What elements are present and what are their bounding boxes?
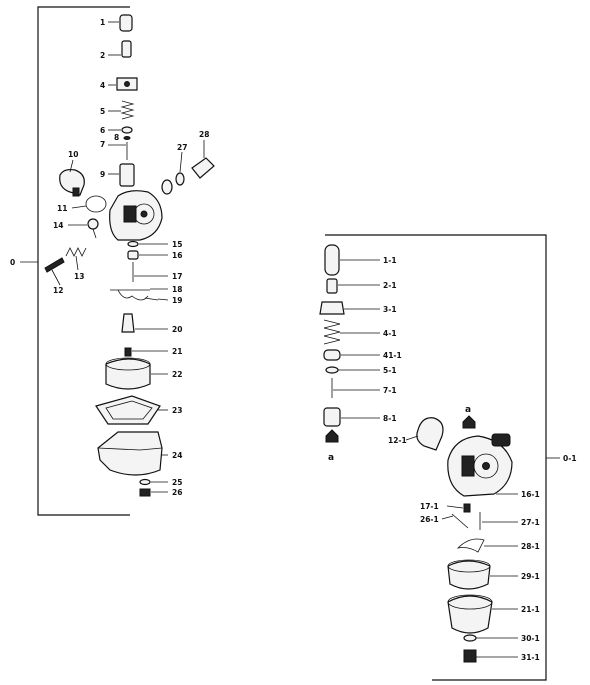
part-18-float-arm [110, 289, 150, 301]
label-20: 20 [172, 325, 182, 334]
part-17-1 [463, 503, 471, 513]
right-group-label: 0-1 [563, 454, 577, 463]
part-10-clamp [59, 168, 85, 196]
arrow-label-bottom: a [328, 453, 334, 463]
part-14-screw [87, 218, 99, 230]
label-21-1: 21-1 [521, 605, 540, 614]
label-2-1: 2-1 [383, 281, 397, 290]
part-19-pin [144, 297, 159, 301]
label-1: 1 [100, 18, 105, 27]
label-41-1: 41-1 [383, 351, 402, 360]
label-19: 19 [172, 296, 182, 305]
part-28-fitting [191, 157, 215, 179]
label-12-1: 12-1 [388, 436, 407, 445]
label-27: 27 [177, 143, 187, 152]
part-2-1-sleeve [326, 278, 338, 294]
label-17: 17 [172, 272, 182, 281]
part-20-main-jet [121, 313, 135, 333]
label-8-1: 8-1 [383, 414, 397, 423]
label-17-1: 17-1 [420, 502, 439, 511]
label-7: 7 [100, 140, 105, 149]
part-12-1-clamp [416, 417, 444, 451]
label-23: 23 [172, 406, 182, 415]
part-26-bolt [139, 488, 151, 497]
left-group-label: 0 [10, 258, 15, 267]
right-leader-lines [333, 259, 518, 658]
label-26-1: 26-1 [420, 515, 439, 524]
label-25: 25 [172, 478, 182, 487]
right-assembly-parts: a a [319, 244, 540, 663]
label-7-1: 7-1 [383, 386, 397, 395]
label-30-1: 30-1 [521, 634, 540, 643]
label-26: 26 [172, 488, 182, 497]
left-leader-lines [51, 21, 205, 493]
label-27-1: 27-1 [521, 518, 540, 527]
left-assembly-parts: 1 2 4 5 6 8 7 9 10 11 14 12 13 15 16 17 … [44, 14, 215, 497]
label-8: 8 [114, 133, 119, 142]
part-27-washer-a [161, 179, 173, 195]
label-6: 6 [100, 126, 105, 135]
label-16-1: 16-1 [521, 490, 540, 499]
part-13-spring [65, 247, 87, 257]
part-11-gasket-ring [85, 195, 107, 213]
part-27-washer-b [175, 172, 185, 186]
part-15-washer [127, 240, 139, 248]
label-4: 4 [100, 81, 105, 90]
label-1-1: 1-1 [383, 256, 397, 265]
arrow-up-right [462, 415, 476, 429]
part-5-spring [120, 100, 135, 120]
part-16-jet-holder [127, 250, 139, 260]
label-4-1: 4-1 [383, 329, 397, 338]
label-22: 22 [172, 370, 182, 379]
label-28-1: 28-1 [521, 542, 540, 551]
label-18: 18 [172, 285, 182, 294]
part-30-1-washer [463, 634, 477, 642]
part-2-sleeve [121, 40, 132, 58]
part-21-jet [124, 347, 132, 357]
label-2: 2 [100, 51, 105, 60]
part-4-1-spring [323, 319, 341, 345]
part-12-screw [44, 257, 65, 273]
part-3-1-nut [319, 301, 345, 315]
label-29-1: 29-1 [521, 572, 540, 581]
label-28: 28 [199, 130, 209, 139]
arrow-label-top: a [465, 405, 471, 415]
label-16: 16 [172, 251, 182, 260]
part-21-1-float-bowl [447, 595, 493, 634]
part-1-1-cap [324, 244, 340, 276]
right-assembly-frame: 0-1 [325, 234, 577, 681]
part-26-1-screw [451, 513, 469, 529]
arrow-up-left [325, 429, 339, 443]
label-15: 15 [172, 240, 182, 249]
label-3-1: 3-1 [383, 305, 397, 314]
label-13: 13 [74, 272, 84, 281]
part-41-1 [323, 349, 341, 361]
part-29-1-float [447, 560, 491, 590]
label-14: 14 [53, 221, 63, 230]
part-6-washer [121, 126, 133, 134]
label-10: 10 [68, 150, 78, 159]
label-31-1: 31-1 [521, 653, 540, 662]
left-assembly-frame: 0 [10, 6, 130, 516]
part-31-1-bolt [463, 649, 477, 663]
label-5: 5 [100, 107, 105, 116]
part-1-cap [119, 14, 133, 32]
right-carburetor-body [447, 435, 513, 497]
part-28-1-float-arm [456, 538, 485, 553]
label-24: 24 [172, 451, 182, 460]
part-8-clip [123, 136, 131, 140]
part-22-float [105, 358, 151, 390]
part-25-washer [139, 478, 151, 486]
part-5-1-washer [325, 366, 339, 374]
label-5-1: 5-1 [383, 366, 397, 375]
label-11: 11 [57, 204, 67, 213]
part-8-1-slide [323, 407, 341, 427]
label-21: 21 [172, 347, 182, 356]
label-9: 9 [100, 170, 105, 179]
part-24-float-bowl [97, 431, 163, 476]
label-12: 12 [53, 286, 63, 295]
part-9-throttle-slide [119, 163, 135, 187]
